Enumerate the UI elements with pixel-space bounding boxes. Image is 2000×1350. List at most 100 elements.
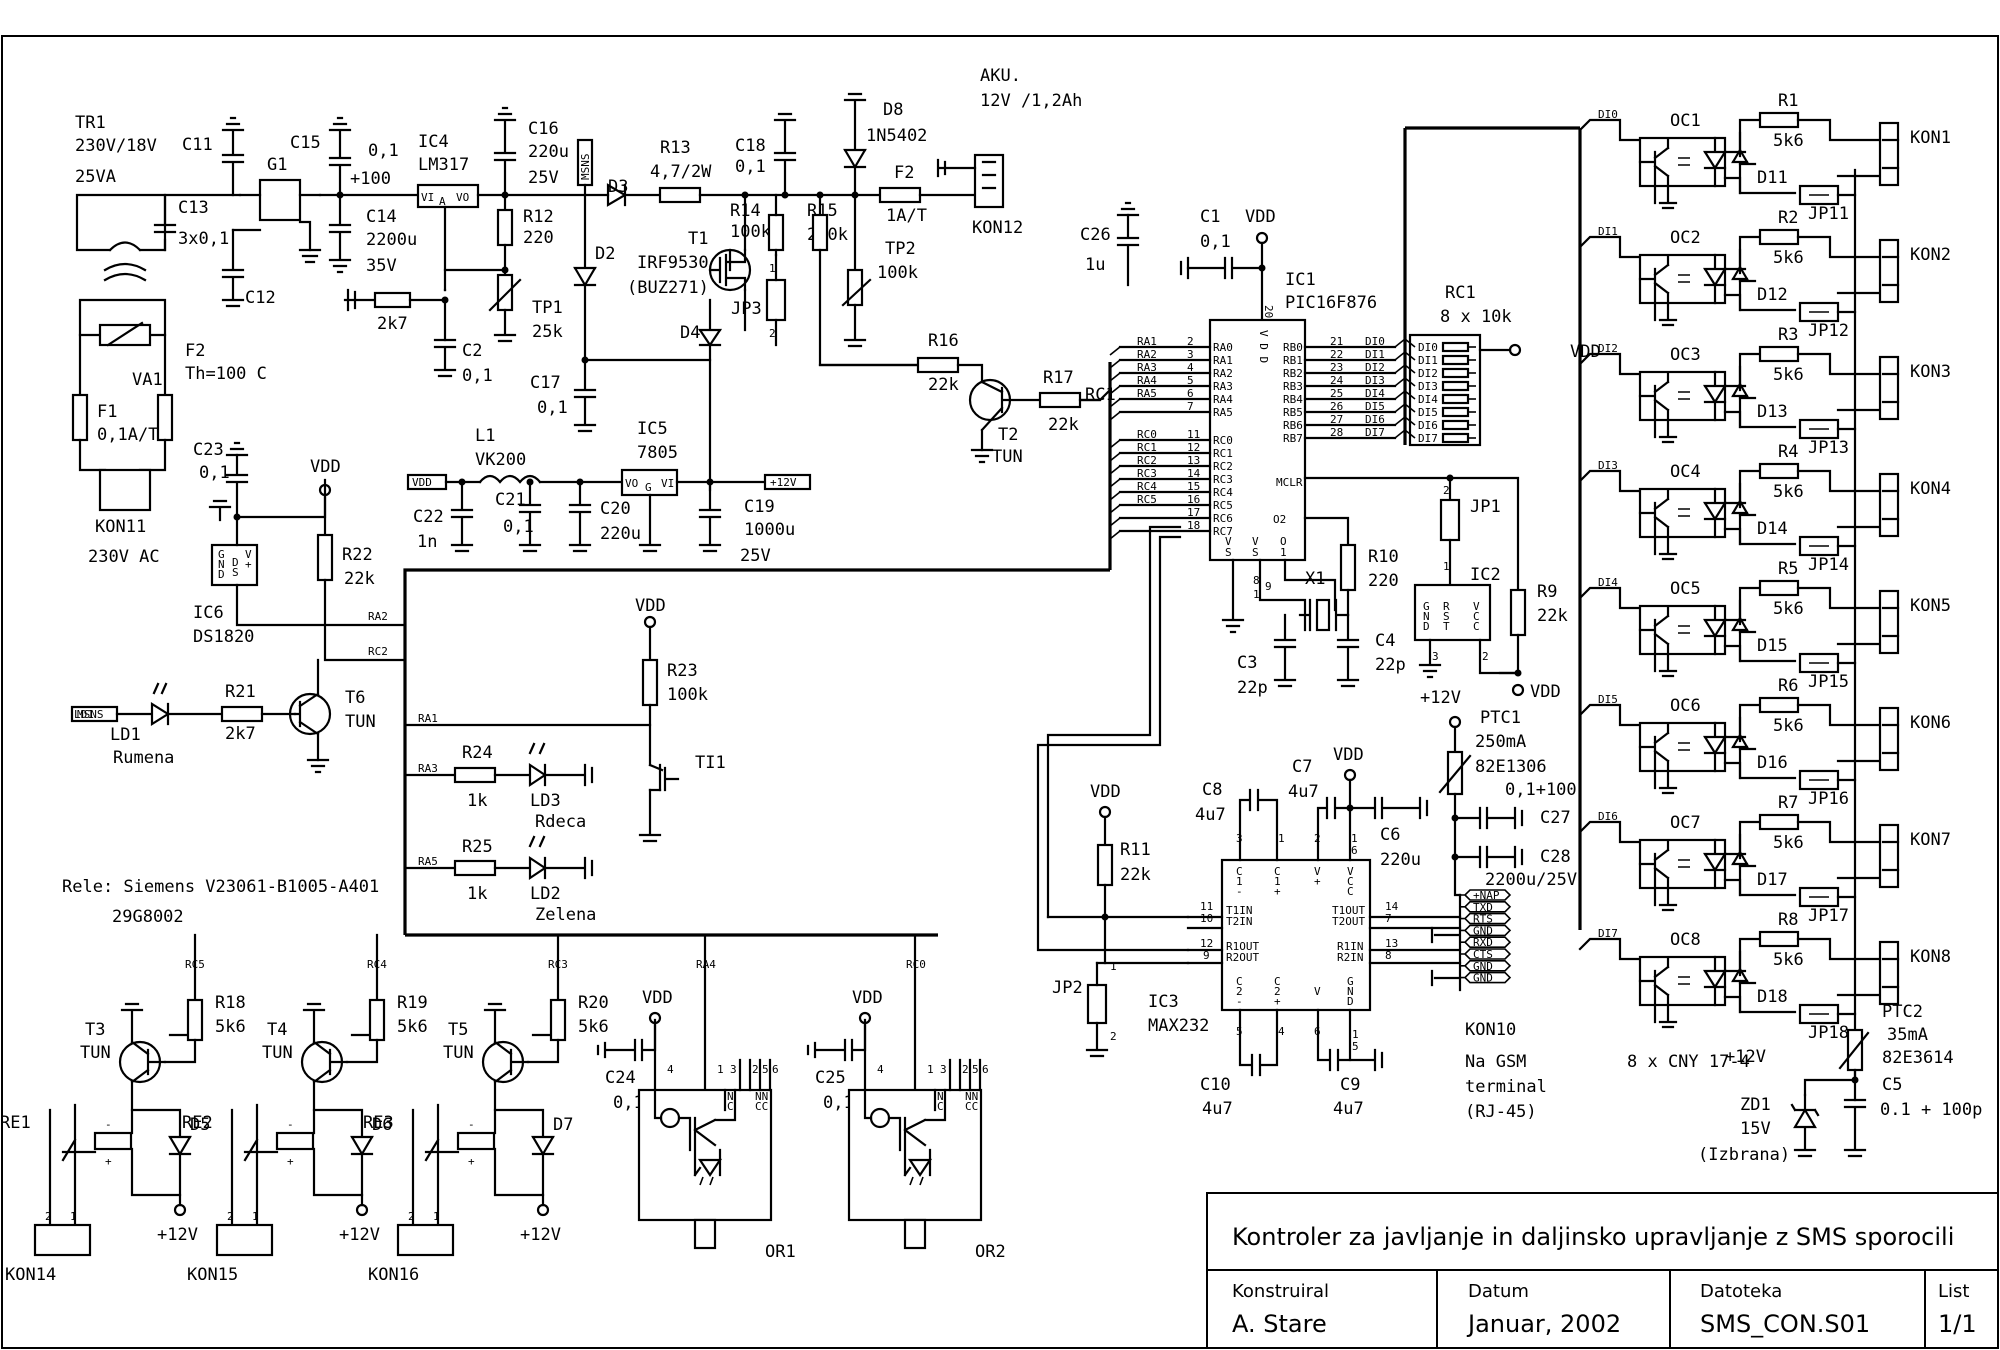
input-connector [1878, 121, 1900, 187]
cap-value: 0,1 [823, 1093, 854, 1113]
svg-text:8: 8 [1385, 949, 1392, 962]
svg-text:C20: C20 [600, 499, 631, 519]
svg-text:V: V [1314, 865, 1321, 878]
svg-text:0,1: 0,1 [199, 463, 230, 483]
svg-text:VDD: VDD [1570, 342, 1601, 362]
connector-ref: KON8 [1910, 947, 1951, 967]
input-connector [1878, 940, 1900, 1006]
svg-text:1: 1 [769, 262, 776, 275]
pin: 3 [730, 1063, 737, 1076]
ic3-max232 [1220, 858, 1372, 1012]
svg-text:VDD: VDD [1530, 682, 1561, 702]
svg-text:5: 5 [1352, 1040, 1359, 1053]
mcu-pin-number: 11 [1187, 428, 1200, 441]
svg-text:DS1820: DS1820 [193, 627, 254, 647]
bus-entry [1109, 439, 1121, 449]
diode-ref: D14 [1757, 519, 1788, 539]
svg-text:RC2: RC2 [368, 645, 388, 658]
svg-text:4,7/2W: 4,7/2W [650, 162, 712, 182]
kon10-pin-label: GND [1473, 960, 1493, 973]
svg-text:TUN: TUN [345, 712, 376, 732]
date-value: Januar, 2002 [1466, 1310, 1621, 1338]
pin: N [937, 1090, 944, 1103]
bus-entry [1109, 504, 1121, 514]
svg-text:ZD1: ZD1 [1740, 1095, 1771, 1115]
mcu-section: C26 1u C1 0,1 VDD IC1 PIC16F876 RC1 8 x … [1053, 126, 1601, 702]
transistor-type: TUN [80, 1043, 111, 1063]
optocoupler-ref: OC6 [1670, 696, 1701, 716]
svg-text:C2: C2 [462, 341, 482, 361]
connector-pin: 2 [408, 1210, 415, 1223]
bus-entry [1394, 364, 1406, 374]
connector-pin: 2 [45, 1210, 52, 1223]
svg-text:0.1 + 100p: 0.1 + 100p [1880, 1100, 1982, 1120]
kon10-pin-tag [1460, 948, 1512, 960]
bus-entry [1404, 403, 1416, 413]
connector-pin: 1 [252, 1210, 259, 1223]
mcu-pin-name: RC7 [1213, 525, 1233, 538]
title-text: Kontroler za javljanje in daljinsko upra… [1232, 1223, 1954, 1251]
svg-text:22k: 22k [344, 569, 375, 589]
svg-text:KON12: KON12 [972, 218, 1023, 238]
coil-pin: + [287, 1155, 294, 1168]
mcu-net-label: DI4 [1365, 387, 1385, 400]
pin: 5 [762, 1063, 769, 1076]
svg-text:RA5: RA5 [418, 855, 438, 868]
svg-text:C27: C27 [1540, 808, 1571, 828]
svg-text:220: 220 [1368, 571, 1399, 591]
mcu-pin-name: RC2 [1213, 460, 1233, 473]
file-value: SMS_CON.S01 [1700, 1310, 1870, 1338]
svg-text:VDD: VDD [310, 457, 341, 477]
mcu-pin-name: RB1 [1283, 354, 1303, 367]
relay-ref: RE3 [363, 1113, 394, 1133]
svg-text:F1: F1 [97, 402, 117, 422]
svg-text:T1OUT: T1OUT [1332, 904, 1365, 917]
svg-text:25V: 25V [528, 168, 559, 188]
svg-text:220u: 220u [1380, 850, 1421, 870]
svg-text:230V/18V: 230V/18V [75, 136, 157, 156]
input-connector [1878, 238, 1900, 304]
jumper-ref: JP12 [1808, 321, 1849, 341]
mcu-net-label: RA3 [1137, 361, 1157, 374]
svg-text:C28: C28 [1540, 847, 1571, 867]
svg-text:C: C [1473, 620, 1480, 633]
svg-text:1k: 1k [467, 791, 487, 811]
svg-text:20: 20 [1262, 305, 1275, 318]
bus-entry [1404, 390, 1416, 400]
mcu-pin-number: 2 [1187, 335, 1194, 348]
transistor-type: TUN [443, 1043, 474, 1063]
connector-ref: KON2 [1910, 245, 1951, 265]
svg-text:LM317: LM317 [418, 155, 469, 175]
mcu-pin-name: RB7 [1283, 432, 1303, 445]
rc1-resistor [1441, 380, 1470, 392]
mcu-pin-number: 25 [1330, 387, 1343, 400]
kon10-pin-tag [1460, 901, 1512, 913]
designer-label: Konstruiral [1232, 1281, 1329, 1302]
diode-ref: D18 [1757, 987, 1788, 1007]
svg-text:G: G [645, 481, 652, 494]
svg-text:1: 1 [1278, 832, 1285, 845]
svg-text:5: 5 [1236, 1025, 1243, 1038]
kon10-pin-label: TXD [1473, 901, 1493, 914]
rc1-resistor [1441, 341, 1470, 353]
svg-text:C15: C15 [290, 133, 321, 153]
svg-text:O: O [1280, 535, 1287, 548]
mcu-pin-number: 15 [1187, 480, 1200, 493]
svg-text:O2: O2 [1273, 513, 1286, 526]
cap-value: 0,1 [613, 1093, 644, 1113]
connector-ref: KON5 [1910, 596, 1951, 616]
svg-text:2k7: 2k7 [225, 724, 256, 744]
svg-text:IC1: IC1 [1285, 270, 1316, 290]
svg-text:+12V: +12V [1420, 688, 1461, 708]
jumper-ref: JP18 [1808, 1023, 1849, 1043]
transistor-ref: T5 [448, 1020, 468, 1040]
svg-text:RC1: RC1 [1445, 283, 1476, 303]
svg-text:(BUZ271): (BUZ271) [627, 278, 709, 298]
svg-text:220u: 220u [600, 524, 641, 544]
input-connector [1878, 706, 1900, 772]
resistor-value: 5k6 [1773, 365, 1804, 385]
mcu-pin-name: RA0 [1213, 341, 1233, 354]
svg-text:R17: R17 [1043, 368, 1074, 388]
